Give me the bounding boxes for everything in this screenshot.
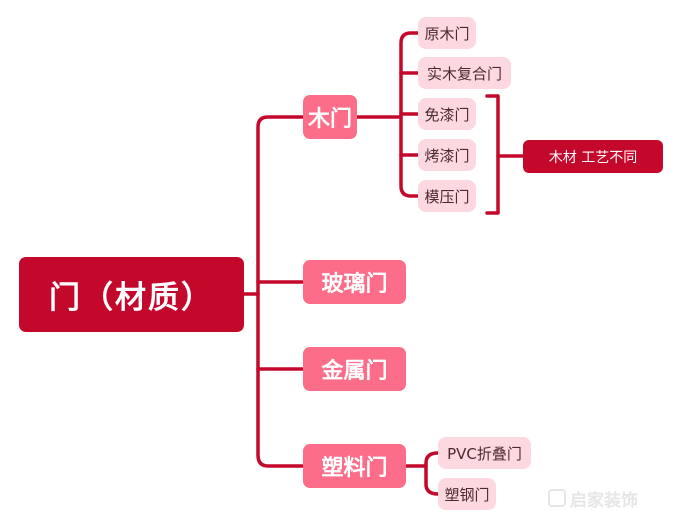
item-lacquer-door: 烤漆门 [418, 139, 476, 171]
note-wood-process: 木材 工艺不同 [523, 140, 663, 173]
category-wood-door: 木门 [303, 95, 357, 139]
item-composite-wood-door: 实木复合门 [418, 57, 511, 89]
watermark-text: 启家装饰 [570, 490, 638, 511]
category-metal-door: 金属门 [303, 347, 406, 391]
root-node: 门（材质） [19, 257, 244, 332]
item-molded-door: 模压门 [418, 180, 476, 212]
watermark-logo-icon [548, 489, 566, 507]
item-paint-free-door: 免漆门 [418, 98, 476, 130]
watermark: 启家装饰 [548, 484, 660, 512]
item-pvc-folding-door: PVC折叠门 [438, 437, 531, 469]
connector-trunk [256, 115, 305, 468]
connector-bracket [485, 94, 500, 215]
category-plastic-door: 塑料门 [303, 444, 406, 488]
category-glass-door: 玻璃门 [303, 260, 406, 304]
item-plastic-steel-door: 塑钢门 [438, 478, 496, 510]
item-solid-log-door: 原木门 [418, 17, 476, 49]
connector-plastic-branches [424, 451, 440, 496]
